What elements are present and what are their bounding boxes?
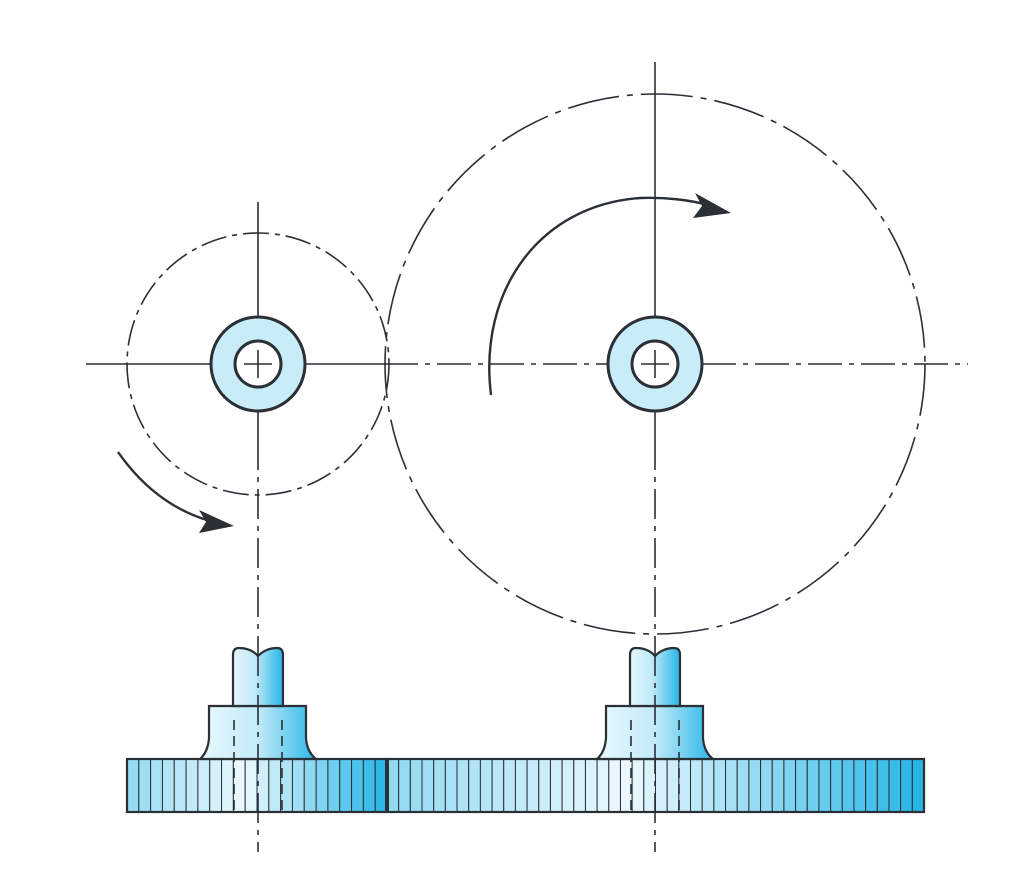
gear-tooth <box>244 758 258 813</box>
gear-tooth <box>514 758 528 813</box>
gear-tooth <box>327 758 341 813</box>
arrowhead <box>693 193 731 218</box>
gear-tooth <box>806 758 820 813</box>
gear-tooth <box>818 758 832 813</box>
gear-tooth <box>268 758 282 813</box>
gear-tooth <box>185 758 199 813</box>
gear-tooth <box>666 758 680 813</box>
gear-tooth <box>526 758 540 813</box>
large-gear-rotation-arrow <box>488 193 731 396</box>
gear-tooth <box>126 758 140 813</box>
gear-tooth <box>150 758 163 813</box>
gear-tooth <box>456 758 470 813</box>
small-gear-side-hub <box>197 646 320 852</box>
gear-tooth <box>736 758 750 813</box>
gear-tooth <box>561 758 575 813</box>
gear-tooth <box>232 758 246 813</box>
gear-tooth <box>725 758 738 813</box>
gear-tooth <box>209 758 223 813</box>
gear-tooth <box>173 758 187 813</box>
gear-tooth <box>900 758 913 813</box>
gear-tooth <box>713 758 727 813</box>
gear-tooth <box>584 758 598 813</box>
gear-tooth <box>631 758 645 813</box>
gear-tooth <box>221 758 234 813</box>
gear-tooth <box>771 758 785 813</box>
pitch-circles <box>126 93 926 635</box>
gear-tooth <box>303 758 317 813</box>
gear-tooth <box>853 758 867 813</box>
gear-tooth <box>760 758 773 813</box>
gear-tooth <box>444 758 458 813</box>
crosshair-icon <box>641 350 669 378</box>
gear-tooth <box>795 758 808 813</box>
large-gear-pitch-circle <box>384 93 926 635</box>
gear-tooth <box>538 758 551 813</box>
gear-tooth <box>315 758 329 813</box>
gear-tooth <box>888 758 902 813</box>
curved-arrow-icon <box>117 451 211 523</box>
gear-tooth <box>876 758 890 813</box>
gear-tooth <box>678 758 692 813</box>
gear-tooth <box>690 758 703 813</box>
gear-tooth <box>491 758 505 813</box>
gear-tooth <box>409 758 423 813</box>
gear-tooth <box>291 758 305 813</box>
curved-arrow-icon <box>488 196 709 396</box>
gear-tooth <box>197 758 211 813</box>
small-gear-pitch-circle <box>126 232 390 496</box>
gear-tooth <box>865 758 878 813</box>
gear-tooth <box>573 758 586 813</box>
gear-tooth <box>339 758 353 813</box>
gear-tooth <box>701 758 715 813</box>
gear-tooth <box>479 758 493 813</box>
gear-tooth <box>433 758 446 813</box>
gear-tooth <box>748 758 762 813</box>
gear-tooth <box>643 758 657 813</box>
gear-tooth <box>398 758 411 813</box>
gear-tooth <box>468 758 481 813</box>
large-gear-hub <box>606 315 704 413</box>
gear-tooth <box>783 758 797 813</box>
gear-tooth <box>421 758 435 813</box>
small-gear-face <box>125 757 389 814</box>
gear-tooth <box>608 758 621 813</box>
crosshair-icon <box>244 350 272 378</box>
arrowhead <box>199 510 234 533</box>
small-gear-hub <box>209 315 307 413</box>
small-gear-rotation-arrow <box>117 451 234 533</box>
large-gear-face <box>385 757 926 814</box>
gear-tooth <box>830 758 843 813</box>
gear-tooth <box>911 758 925 813</box>
gear-tooth <box>655 758 668 813</box>
gear-tooth <box>161 758 175 813</box>
large-gear-side-hub <box>594 646 717 852</box>
gear-tooth <box>351 758 364 813</box>
gear-tooth <box>503 758 516 813</box>
gear-tooth <box>138 758 152 813</box>
gear-tooth <box>549 758 563 813</box>
gear-tooth <box>841 758 855 813</box>
gear-tooth <box>362 758 376 813</box>
gear-tooth <box>596 758 610 813</box>
